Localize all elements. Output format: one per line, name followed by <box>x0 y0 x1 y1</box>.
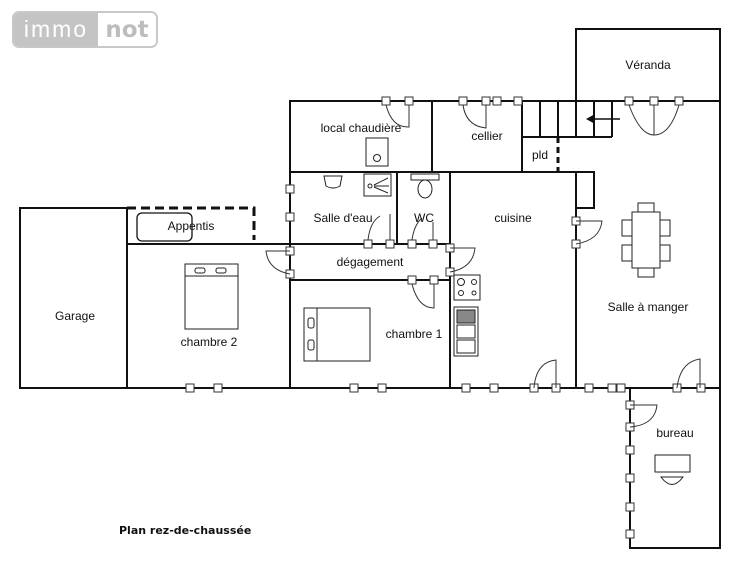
room-label-chambre2: chambre 2 <box>181 335 238 349</box>
dining-table-icon <box>631 211 661 269</box>
room-label-cuisine: cuisine <box>494 211 532 225</box>
room-label-degagement: dégagement <box>337 255 404 269</box>
room-label-bureau: bureau <box>656 426 693 440</box>
room-label-appentis: Appentis <box>168 219 215 233</box>
room-label-garage: Garage <box>55 309 95 323</box>
bed-chambre2-icon <box>184 263 239 330</box>
walls <box>19 28 721 549</box>
immonot-logo: immo not <box>12 11 158 48</box>
openings <box>185 96 706 539</box>
appentis-outline <box>127 206 256 240</box>
fixtures <box>184 137 691 485</box>
logo-part-immo: immo <box>14 13 98 46</box>
desk-chair-icon <box>660 476 684 485</box>
room-label-cellier: cellier <box>471 129 502 143</box>
plan-caption: Plan rez-de-chaussée <box>119 524 252 537</box>
desk-icon <box>654 454 691 473</box>
door-swings <box>265 104 701 428</box>
bed-chambre1-icon <box>303 307 371 362</box>
logo-part-not: not <box>98 13 156 46</box>
appentis-object <box>136 212 193 242</box>
room-label-veranda: Véranda <box>625 58 671 72</box>
washbasin-icon <box>323 175 343 189</box>
room-label-salle-a-manger: Salle à manger <box>608 300 689 314</box>
toilet-icon <box>410 173 440 181</box>
stove-icon <box>453 274 481 301</box>
room-label-salle-deau: Salle d'eau <box>313 211 372 225</box>
room-label-local-chaudiere: local chaudière <box>321 121 402 135</box>
stair-arrow-icon <box>586 114 620 124</box>
boiler-icon <box>365 137 389 167</box>
room-label-wc: WC <box>414 211 434 225</box>
room-label-chambre1: chambre 1 <box>386 327 443 341</box>
room-label-pld: pld <box>532 148 548 162</box>
